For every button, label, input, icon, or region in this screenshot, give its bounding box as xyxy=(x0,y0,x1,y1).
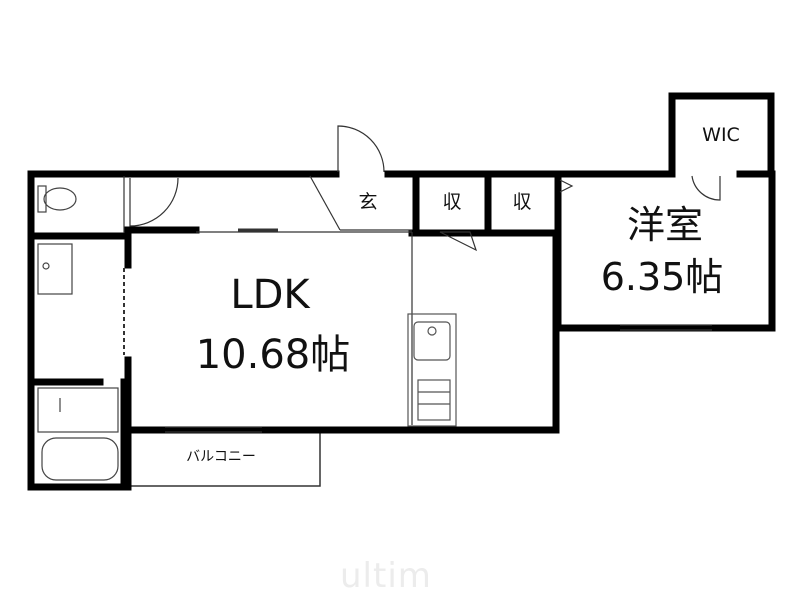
walls xyxy=(27,92,776,491)
entrance-label: 玄 xyxy=(358,191,377,213)
ldk-size: 10.68帖 xyxy=(196,332,351,378)
watermark: ultim xyxy=(340,556,432,596)
bathtub-icon xyxy=(37,387,119,481)
kitchen-counter xyxy=(407,313,457,427)
balcony-label: バルコニー xyxy=(186,449,256,465)
washbasin-icon xyxy=(37,243,73,295)
partitions xyxy=(123,175,712,433)
wic-label: WIC xyxy=(702,124,740,146)
ldk-name: LDK xyxy=(230,272,311,318)
door-swings xyxy=(129,125,721,252)
storage-label-1: 収 xyxy=(442,191,461,213)
storage-label-2: 収 xyxy=(512,191,531,213)
western-room-name: 洋室 xyxy=(627,203,703,247)
toilet-icon xyxy=(37,185,77,213)
western-room-size: 6.35帖 xyxy=(601,255,724,299)
